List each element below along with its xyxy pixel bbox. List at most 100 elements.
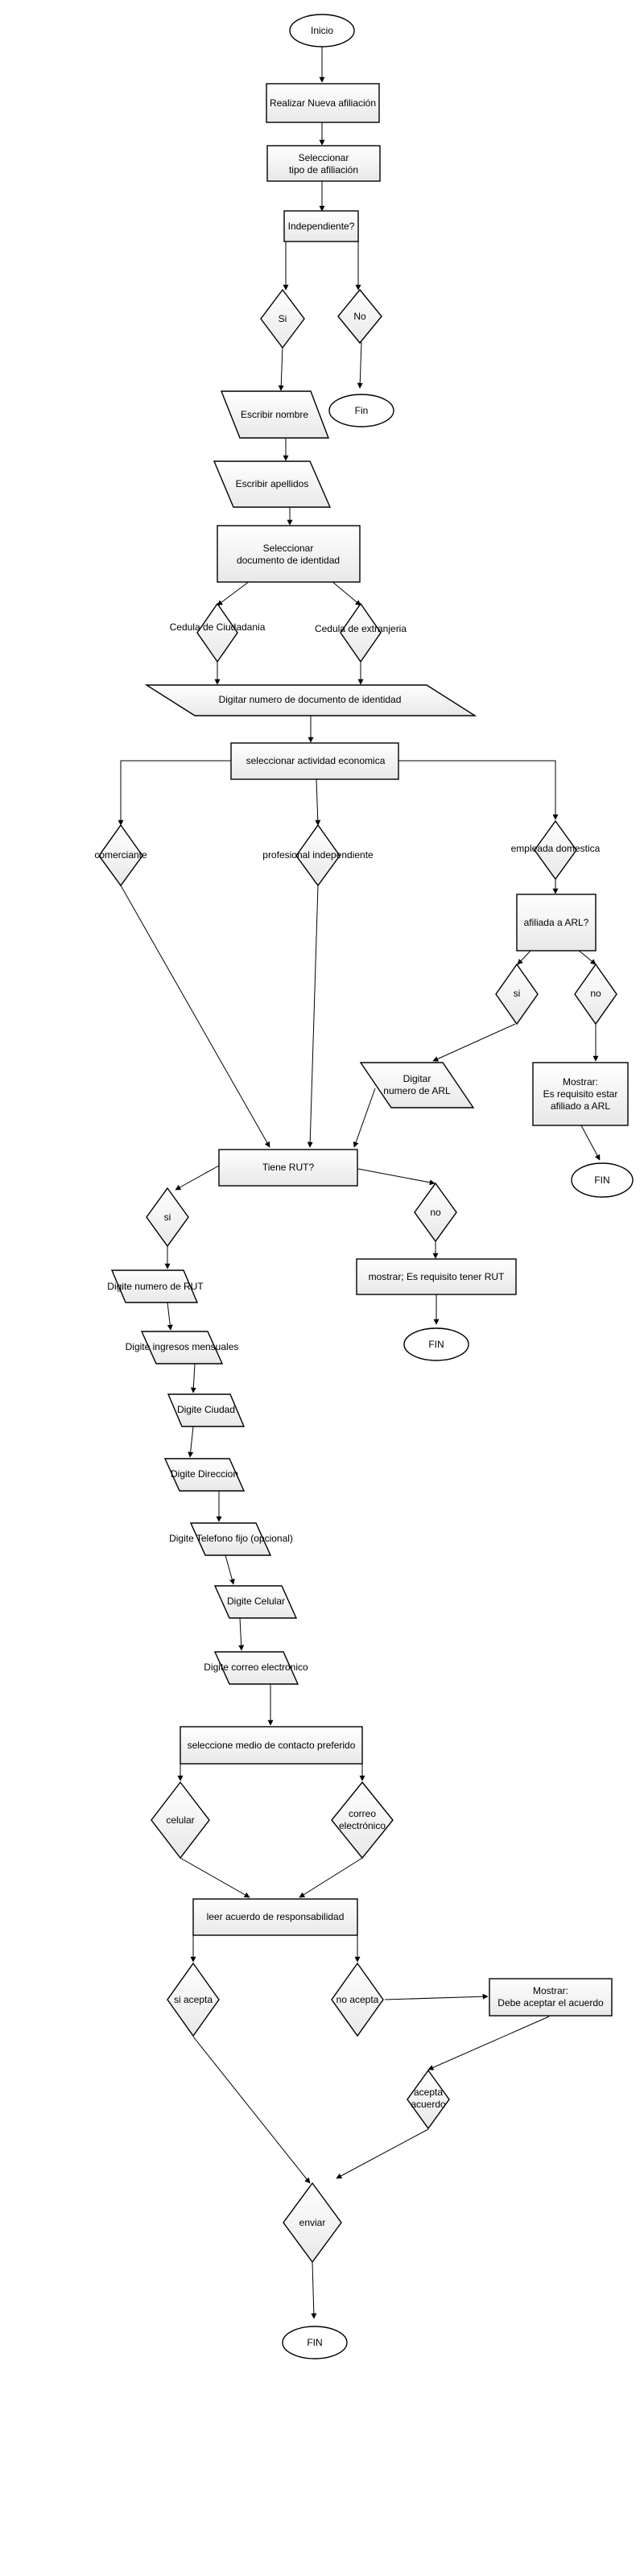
edge-no-fin (357, 341, 363, 389)
node-inicio: Inicio (289, 14, 355, 47)
node-celular: celular (151, 1781, 210, 1860)
node-leer-acuerdo: leer acuerdo de responsabilidad (192, 1898, 358, 1936)
edge-documento-extranjeria (331, 580, 361, 606)
node-digite-ingresos: Digite ingresos mensuales (126, 1331, 239, 1364)
svg-text:Independiente?: Independiente? (288, 221, 355, 232)
svg-text:afiliada a ARL?: afiliada a ARL? (524, 917, 589, 928)
node-mostrar-rut: mostrar; Es requisito tener RUT (356, 1258, 517, 1295)
svg-text:tipo de afiliación: tipo de afiliación (289, 164, 358, 175)
node-fin-3: FIN (403, 1327, 469, 1361)
node-sel-documento: Seleccionar documento de identidad (217, 525, 361, 583)
node-si-acepta: si acepta (167, 1962, 220, 2037)
svg-text:seleccione medio de contacto p: seleccione medio de contacto preferido (188, 1740, 356, 1751)
svg-text:Es requisito estar: Es requisito estar (543, 1088, 618, 1100)
svg-text:acepta: acepta (414, 2087, 443, 2098)
svg-text:Digite numero de RUT: Digite numero de RUT (107, 1281, 204, 1292)
svg-text:Realizar Nueva afiliación: Realizar Nueva afiliación (270, 97, 376, 109)
node-medio-contacto: seleccione medio de contacto preferido (180, 1726, 363, 1765)
edge-si-digitar-arl (432, 1023, 516, 1062)
edge-enviar-fin (311, 2261, 317, 2319)
edge-celular-leer (180, 1857, 250, 1898)
svg-text:no: no (590, 988, 601, 999)
node-digite-celular: Digite Celular (213, 1585, 298, 1619)
edge-no-acepta-mostrar (384, 1993, 489, 2000)
node-digitar-arl: Digitar numero de ARL (359, 1062, 475, 1108)
node-empleada-domestica: empleada domestica (511, 819, 601, 881)
svg-text:Digitar: Digitar (403, 1073, 431, 1084)
edge-si-nombre (278, 345, 284, 391)
svg-text:Escribir nombre: Escribir nombre (241, 409, 308, 420)
edge-mostrar-acepta (427, 2016, 550, 2070)
node-tiene-rut: Tiene RUT? (218, 1149, 358, 1187)
node-digite-telefono: Digite Telefono fijo (opcional) (169, 1522, 293, 1556)
svg-text:no acepta: no acepta (336, 1994, 379, 2005)
edges (118, 47, 601, 2319)
edge-documento-ciudadania (217, 580, 250, 606)
edge-profesional-rut (307, 885, 319, 1148)
svg-text:enviar: enviar (299, 2217, 326, 2228)
node-no-3: no (414, 1182, 457, 1243)
node-si-1: Si (260, 288, 305, 349)
svg-text:no: no (430, 1207, 441, 1218)
svg-text:comerciante: comerciante (94, 849, 147, 861)
node-digitar-documento: Digitar numero de documento de identidad (144, 684, 477, 716)
svg-text:profesional independiente: profesional independiente (262, 849, 374, 861)
node-enviar: enviar (283, 2182, 342, 2264)
node-no-2: no (574, 963, 617, 1026)
svg-text:mostrar; Es requisito tener RU: mostrar; Es requisito tener RUT (369, 1271, 505, 1282)
node-mostrar-acuerdo: Mostrar: Debe aceptar el acuerdo (489, 1978, 613, 2017)
svg-text:Seleccionar: Seleccionar (299, 152, 349, 163)
node-digite-ciudad: Digite Ciudad (167, 1393, 246, 1427)
svg-text:Cedula de Ciudadania: Cedula de Ciudadania (170, 621, 266, 633)
node-si-3: si (146, 1187, 189, 1248)
svg-text:Cedula de extranjeria: Cedula de extranjeria (315, 623, 407, 634)
svg-text:leer acuerdo de responsabilida: leer acuerdo de responsabilidad (207, 1911, 345, 1922)
svg-text:si acepta: si acepta (174, 1994, 213, 2005)
svg-text:celular: celular (166, 1814, 194, 1826)
node-profesional-independiente: profesional independiente (262, 824, 374, 887)
edge-correo-leer (299, 1857, 363, 1898)
svg-text:afiliado a ARL: afiliado a ARL (551, 1100, 610, 1112)
svg-text:si: si (514, 988, 521, 999)
svg-text:Digite Telefono fijo (opcional: Digite Telefono fijo (opcional) (169, 1533, 293, 1544)
edge-rut-ingresos (167, 1302, 173, 1331)
edge-actividad-empleada (398, 760, 559, 820)
edge-telefono-celular (225, 1554, 235, 1585)
svg-text:Seleccionar: Seleccionar (263, 543, 314, 554)
edge-digitar-arl-rut (353, 1088, 376, 1148)
node-fin-4: FIN (282, 2326, 348, 2359)
edge-ingresos-ciudad (190, 1363, 196, 1393)
node-mostrar-arl: Mostrar: Es requisito estar afiliado a A… (532, 1062, 629, 1126)
node-afiliada-arl: afiliada a ARL? (516, 894, 597, 952)
svg-text:FIN: FIN (307, 2337, 322, 2348)
svg-text:Digite ingresos mensuales: Digite ingresos mensuales (126, 1341, 239, 1352)
svg-text:empleada domestica: empleada domestica (511, 843, 601, 854)
svg-text:acuerdo: acuerdo (411, 2099, 446, 2110)
svg-text:Digite Direccion: Digite Direccion (171, 1468, 238, 1480)
node-cedula-extranjeria: Cedula de extranjeria (315, 602, 407, 663)
node-acepta-acuerdo: acepta acuerdo (407, 2069, 450, 2130)
edge-actividad-profesional (315, 778, 321, 826)
node-si-2: si (495, 963, 539, 1026)
svg-text:Escribir apellidos: Escribir apellidos (236, 478, 309, 489)
node-no-1: No (337, 288, 382, 345)
svg-text:correo: correo (349, 1808, 376, 1819)
svg-text:Digite Celular: Digite Celular (227, 1596, 285, 1607)
edge-arl-si (517, 949, 532, 965)
svg-text:si: si (164, 1212, 171, 1223)
node-fin-1: Fin (328, 394, 394, 427)
edge-celular-correo (238, 1617, 245, 1651)
node-cedula-ciudadania: Cedula de Ciudadania (170, 602, 266, 663)
node-digite-direccion: Digite Direccion (163, 1458, 246, 1492)
node-fin-2: FIN (571, 1162, 634, 1198)
edge-acepta-enviar (336, 2128, 429, 2179)
edge-actividad-comerciante (118, 760, 231, 826)
node-actividad-economica: seleccionar actividad economica (230, 742, 399, 780)
node-independiente: Independiente? (283, 210, 359, 242)
svg-text:Si: Si (279, 313, 287, 324)
node-comerciante: comerciante (94, 824, 147, 887)
svg-text:FIN: FIN (428, 1339, 444, 1350)
node-tipo-afiliacion: Seleccionar tipo de afiliación (266, 145, 381, 182)
